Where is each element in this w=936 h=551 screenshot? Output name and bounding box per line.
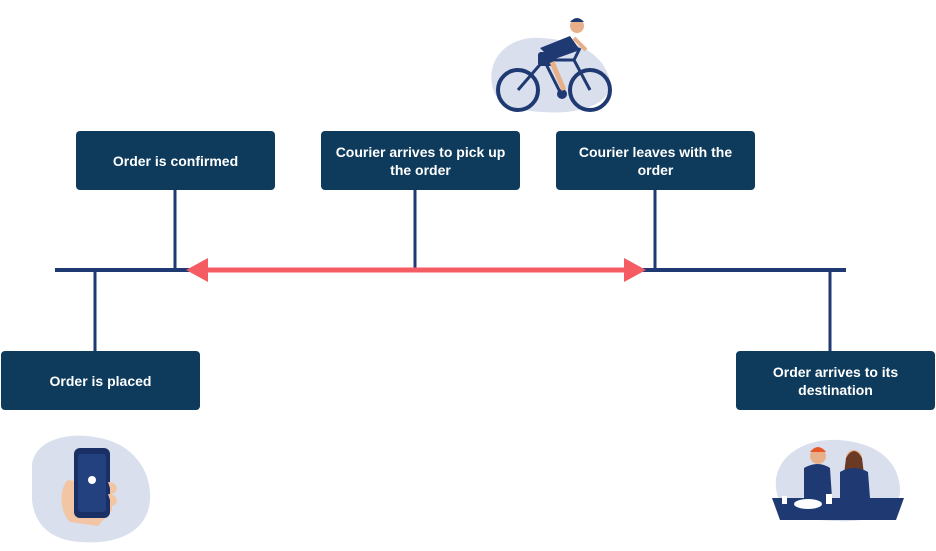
step-box-order-confirmed: Order is confirmed [76,131,275,190]
couple-dining-icon [772,439,904,522]
duration-double-arrow [186,258,646,282]
step-box-courier-arrives: Courier arrives to pick up the order [321,131,520,190]
step-box-courier-leaves: Courier leaves with the order [556,131,755,190]
step-box-order-arrives: Order arrives to its destination [736,351,935,410]
step-label: Order is placed [49,372,152,389]
step-label: Courier arrives to pick up the order [335,143,506,178]
cyclist-courier-icon [491,18,612,113]
step-box-order-placed: Order is placed [1,351,200,410]
step-label: Order arrives to its destination [772,363,899,398]
step-label: Courier leaves with the order [578,143,733,178]
step-label: Order is confirmed [112,152,239,169]
phone-in-hand-icon [31,435,151,543]
